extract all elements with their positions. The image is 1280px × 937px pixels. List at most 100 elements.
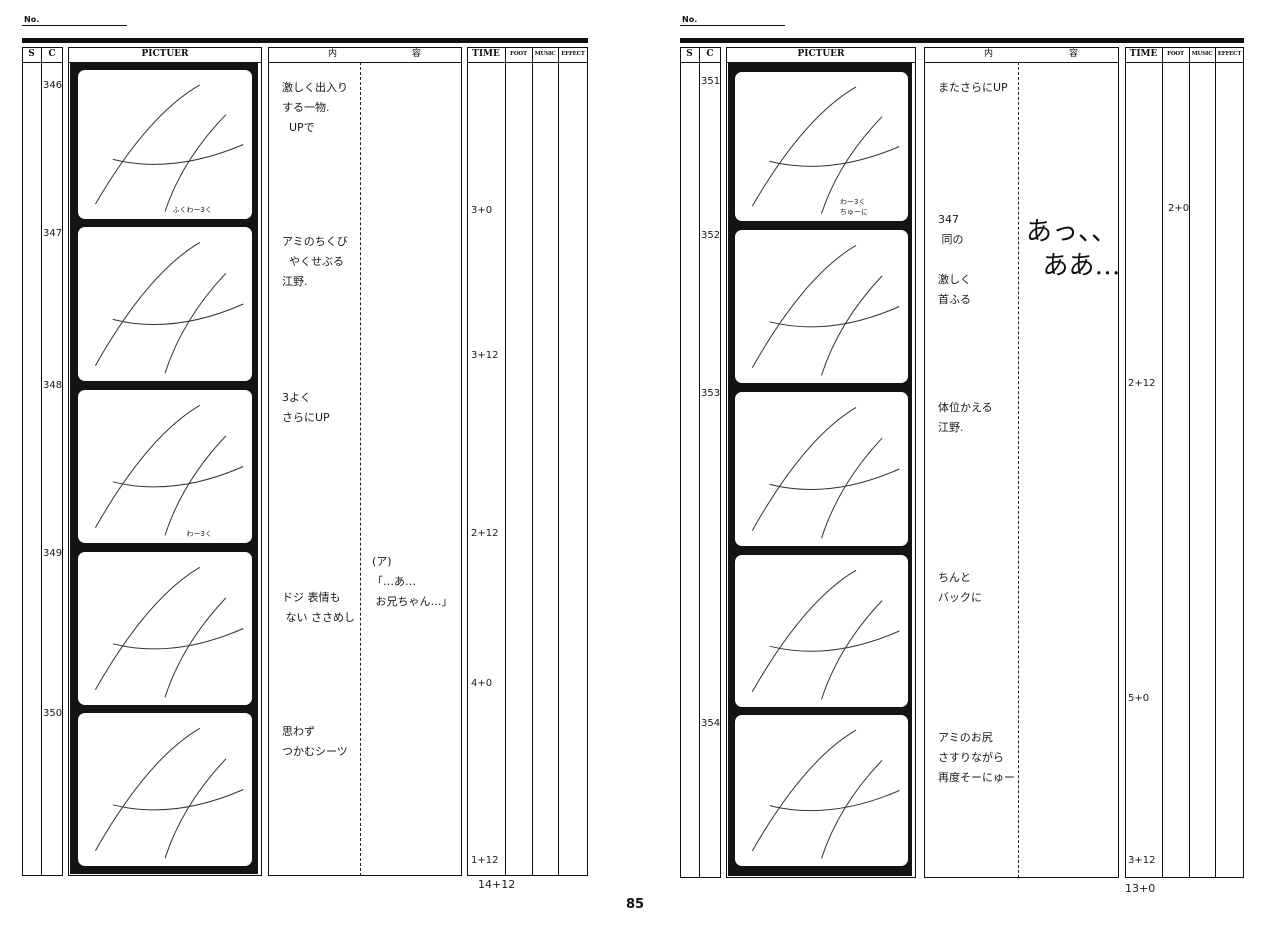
right-time-header-rule bbox=[1125, 62, 1244, 63]
right-time-column-box bbox=[1125, 47, 1244, 878]
right-header-content-1: 内 bbox=[984, 49, 994, 59]
right-dialogue: あっ、、 ああ… bbox=[1026, 217, 1121, 281]
right-column-divider bbox=[1215, 47, 1216, 878]
header-rule bbox=[22, 38, 588, 43]
right-column-divider bbox=[699, 47, 700, 878]
left-panel-caption: わー3く bbox=[186, 530, 212, 538]
page-number: 85 bbox=[626, 897, 645, 912]
right-cut-number: 352 bbox=[701, 230, 721, 241]
right-column-divider bbox=[1189, 47, 1190, 878]
right-s-column-box bbox=[680, 47, 721, 878]
left-column-divider bbox=[505, 47, 506, 876]
sketch-drawing bbox=[751, 729, 900, 859]
right-action-note: またさらにUP bbox=[938, 81, 1008, 94]
sketch-drawing bbox=[751, 244, 900, 376]
left-column-divider bbox=[532, 47, 533, 876]
right-header-music: MUSIC bbox=[1191, 51, 1213, 57]
no-label: No. bbox=[682, 15, 698, 24]
right-header-foot: FOOT bbox=[1167, 51, 1184, 57]
left-content-dashed-divider bbox=[360, 62, 361, 876]
left-panel-2 bbox=[78, 227, 252, 381]
left-panel-3: わー3く bbox=[78, 390, 252, 543]
left-cut-number: 349 bbox=[43, 548, 63, 559]
left-action-note: 3よく さらにUP bbox=[282, 391, 330, 424]
left-time-column-box bbox=[467, 47, 588, 876]
left-header-time: TIME bbox=[472, 49, 500, 59]
right-s-header-rule bbox=[680, 62, 721, 63]
right-header-effect: EFFECT bbox=[1217, 51, 1242, 57]
left-header-content-2: 容 bbox=[412, 49, 422, 59]
left-column-divider bbox=[41, 47, 42, 876]
right-action-note: 347 同の 激しく 首ふる bbox=[938, 213, 971, 306]
sketch-drawing bbox=[94, 727, 244, 859]
right-cut-number: 353 bbox=[701, 388, 721, 399]
right-header-c: C bbox=[706, 49, 714, 59]
left-panel-4 bbox=[78, 552, 252, 705]
left-panel-caption: ふくわー3く bbox=[172, 206, 212, 214]
left-header-c: C bbox=[48, 49, 56, 59]
left-header-music: MUSIC bbox=[534, 51, 556, 57]
left-cut-number: 346 bbox=[43, 80, 63, 91]
left-cut-number: 350 bbox=[43, 708, 63, 719]
left-pic-column-box bbox=[68, 47, 262, 876]
left-s-header-rule bbox=[22, 62, 63, 63]
right-cut-time: 3+12 bbox=[1128, 855, 1156, 866]
right-con-header-rule bbox=[924, 62, 1119, 63]
right-cut-time: 2+12 bbox=[1128, 378, 1156, 389]
right-panel-1: わー3く ちゅーに bbox=[735, 72, 908, 221]
header-rule bbox=[680, 38, 1244, 43]
left-cut-time: 1+12 bbox=[471, 855, 499, 866]
right-column-divider bbox=[1162, 47, 1163, 878]
sketch-drawing bbox=[751, 86, 900, 214]
left-header-picture: PICTUER bbox=[141, 49, 189, 59]
left-header-effect: EFFECT bbox=[561, 51, 585, 57]
right-con-column-box bbox=[924, 47, 1119, 878]
right-cut-number: 351 bbox=[701, 76, 721, 87]
left-header-foot: FOOT bbox=[510, 51, 527, 57]
no-label: No. bbox=[24, 15, 40, 24]
left-cut-number: 348 bbox=[43, 380, 63, 391]
right-pic-column-box bbox=[726, 47, 916, 878]
right-cut-number: 354 bbox=[701, 718, 721, 729]
sketch-drawing bbox=[751, 406, 900, 539]
right-header-s: S bbox=[686, 49, 693, 59]
sketch-drawing bbox=[751, 569, 900, 700]
sketch-drawing bbox=[94, 84, 244, 212]
right-cut-time: 5+0 bbox=[1128, 693, 1150, 704]
left-time-header-rule bbox=[467, 62, 588, 63]
right-header-content-2: 容 bbox=[1069, 49, 1079, 59]
left-action-note: 思わず つかむシーツ bbox=[282, 725, 348, 758]
right-panel-4 bbox=[735, 555, 908, 707]
right-content-dashed-divider bbox=[1018, 62, 1019, 878]
left-panel-1: ふくわー3く bbox=[78, 70, 252, 219]
right-header-picture: PICTUER bbox=[797, 49, 845, 59]
left-total-time: 14+12 bbox=[478, 878, 516, 891]
left-cut-time: 3+0 bbox=[471, 205, 493, 216]
left-cut-time: 4+0 bbox=[471, 678, 493, 689]
right-action-note: アミのお尻 さすりながら 再度そーにゅー bbox=[938, 731, 1015, 784]
left-header-content-1: 内 bbox=[328, 49, 338, 59]
sketch-drawing bbox=[94, 404, 244, 536]
right-action-note: 体位かえる 江野. bbox=[938, 401, 993, 434]
left-action-note: ドジ 表情も ない ささめし bbox=[282, 591, 355, 624]
right-cut-time: 2+0 bbox=[1168, 203, 1190, 214]
left-con-column-box bbox=[268, 47, 462, 876]
left-header-s: S bbox=[28, 49, 35, 59]
left-s-column-box bbox=[22, 47, 63, 876]
left-panel-5 bbox=[78, 713, 252, 866]
left-con-header-rule bbox=[268, 62, 462, 63]
right-panel-3 bbox=[735, 392, 908, 546]
no-field-line bbox=[680, 25, 785, 26]
no-field-line bbox=[22, 25, 127, 26]
left-cut-number: 347 bbox=[43, 228, 63, 239]
right-panel-2 bbox=[735, 230, 908, 383]
left-cut-time: 3+12 bbox=[471, 350, 499, 361]
left-column-divider bbox=[558, 47, 559, 876]
sketch-drawing bbox=[94, 566, 244, 698]
left-cut-time: 2+12 bbox=[471, 528, 499, 539]
right-panel-5 bbox=[735, 715, 908, 866]
left-action-note: 激しく出入り する一物. UPで bbox=[282, 81, 348, 134]
left-dialogue: (ア) 「…あ… お兄ちゃん…」 bbox=[372, 555, 453, 608]
sketch-drawing bbox=[94, 241, 244, 374]
right-action-note: ちんと バックに bbox=[938, 571, 982, 604]
